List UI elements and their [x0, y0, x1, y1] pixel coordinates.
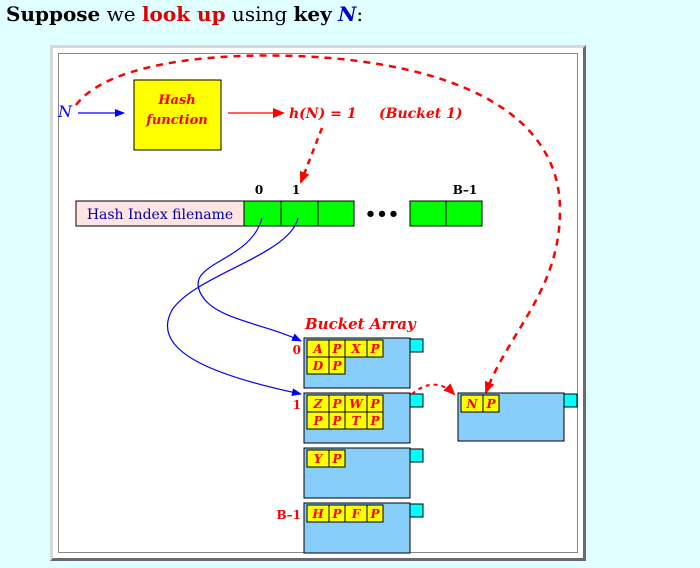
- bucket-0-cell-text: P: [331, 342, 342, 356]
- bucket-1-cell-text: P: [369, 414, 380, 428]
- bucket-2-cell-text: P: [331, 452, 342, 466]
- bucket-note-label: (Bucket 1): [379, 106, 462, 122]
- hash-index-label: Hash Index filename: [87, 207, 233, 223]
- bucket-0-cell: [366, 339, 384, 358]
- overflow-bucket-cell-text: N: [466, 397, 479, 411]
- bucket-3-cell-text: P: [331, 507, 342, 521]
- bucket-2-cell-text: Y: [314, 452, 324, 466]
- input-key-label: N: [57, 102, 73, 121]
- index-cell-2: [317, 200, 355, 227]
- bucket-0-cell-text: P: [369, 342, 380, 356]
- bucket-0-cell-text: A: [312, 342, 322, 356]
- bucket-0-tab: [409, 338, 424, 353]
- bucket-0-cell-text: P: [331, 359, 342, 373]
- index-ellipsis: •••: [365, 204, 400, 225]
- index-cell-b-1: [445, 200, 483, 227]
- overflow-bucket-cell-text: P: [485, 397, 496, 411]
- index1-to-bucket1-arrow: [166, 217, 302, 397]
- bucket-0-cell-text: D: [312, 359, 324, 373]
- caption-we: we: [100, 2, 142, 26]
- bucket-3-tab: [409, 503, 424, 518]
- overflow-bucket-cell: [482, 394, 500, 413]
- bucket-label-0: 0: [293, 343, 301, 357]
- overflow-bucket-tab: [563, 393, 578, 408]
- bucket-label-1: 1: [293, 398, 301, 412]
- caption-using: using: [225, 2, 294, 26]
- bucket-3-cell-text: H: [311, 507, 324, 521]
- bucket-3-cell: [366, 504, 384, 523]
- result-to-index-arrow: [299, 127, 324, 184]
- bucket-3-cell-text: F: [351, 507, 362, 521]
- hash-function-label-line2: function: [145, 113, 207, 128]
- index-cell-b-2: [409, 200, 447, 227]
- caption-key-n: N: [338, 2, 357, 26]
- bucket-1-cell-text: P: [369, 397, 380, 411]
- hash-function-box: [133, 79, 222, 151]
- index-cell-0: [243, 200, 282, 227]
- bucket-1-cell-text: W: [349, 397, 364, 411]
- bucket-1-cell-text: Z: [313, 397, 324, 411]
- bucket-array-title: Bucket Array: [304, 315, 417, 333]
- bucket-1-cell-text: T: [352, 414, 362, 428]
- index-label-1: 1: [292, 183, 300, 197]
- index-label-0: 0: [255, 183, 263, 197]
- bucket-1-cell-text: P: [331, 414, 342, 428]
- bucket-0-cell: [328, 356, 346, 375]
- bucket-1-tab: [409, 393, 424, 408]
- bucket-1-cell: [366, 411, 384, 430]
- index-label-last: B–1: [453, 183, 478, 197]
- bucket-2-cell: [328, 449, 346, 468]
- bucket1-overflow-link: [411, 383, 456, 396]
- bucket-1-cell-text: P: [331, 397, 342, 411]
- caption: Suppose we look up using key N:: [6, 2, 363, 26]
- bucket-0-cell-text: X: [350, 342, 361, 356]
- bucket-2-tab: [409, 448, 424, 463]
- hash-function-label-line1: Hash: [157, 93, 195, 108]
- index0-to-bucket0-arrow: [197, 217, 302, 342]
- bucket-1-cell-text: P: [312, 414, 323, 428]
- bucket-3-cell-text: P: [369, 507, 380, 521]
- caption-colon: :: [356, 2, 364, 26]
- caption-suppose: Suppose: [6, 2, 101, 26]
- caption-key: key: [293, 2, 332, 26]
- caption-look-up: look up: [141, 2, 226, 26]
- index-cell-1: [280, 200, 319, 227]
- bucket-label-3: B–1: [277, 508, 302, 522]
- hash-result-label: h(N) = 1: [289, 106, 356, 122]
